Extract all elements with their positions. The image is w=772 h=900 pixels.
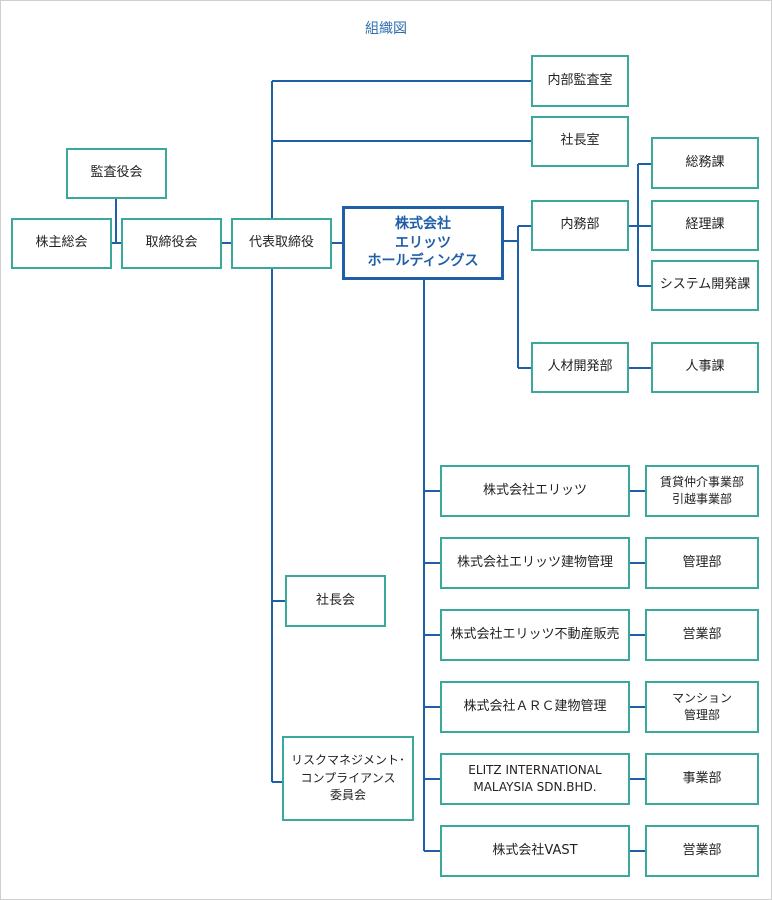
node-hr-dev-dept: 人材開発部 — [531, 342, 629, 393]
node-general-affairs-dept: 内務部 — [531, 200, 629, 251]
subsidiary-dept-box: マンション 管理部 — [645, 681, 759, 733]
node-auditors: 監査役会 — [66, 148, 167, 199]
subsidiary-box: 株式会社ＡＲＣ建物管理 — [440, 681, 630, 733]
node-internal-audit: 内部監査室 — [531, 55, 629, 107]
subsidiary-dept-box: 管理部 — [645, 537, 759, 589]
subsidiary-dept-box: 営業部 — [645, 609, 759, 661]
chart-title: 組織図 — [365, 21, 407, 37]
node-presidents-council: 社長会 — [285, 575, 386, 627]
subsidiary-box: ELITZ INTERNATIONAL MALAYSIA SDN.BHD. — [440, 753, 630, 805]
node-system-dev-sec: システム開発課 — [651, 260, 759, 311]
node-general-affairs-sec: 総務課 — [651, 137, 759, 189]
node-board: 取締役会 — [121, 218, 222, 269]
subsidiary-box: 株式会社エリッツ建物管理 — [440, 537, 630, 589]
node-ceo: 代表取締役 — [231, 218, 332, 269]
subsidiary-dept-box: 事業部 — [645, 753, 759, 805]
subsidiary-box: 株式会社エリッツ — [440, 465, 630, 517]
node-risk-committee: リスクマネジメント･ コンプライアンス 委員会 — [282, 736, 414, 821]
node-holdings: 株式会社 エリッツ ホールディングス — [342, 206, 504, 280]
node-shareholders: 株主総会 — [11, 218, 112, 269]
subsidiary-dept-box: 営業部 — [645, 825, 759, 877]
subsidiary-box: 株式会社エリッツ不動産販売 — [440, 609, 630, 661]
node-president-office: 社長室 — [531, 116, 629, 167]
node-personnel-sec: 人事課 — [651, 342, 759, 393]
node-accounting-sec: 経理課 — [651, 200, 759, 251]
subsidiary-box: 株式会社VAST — [440, 825, 630, 877]
subsidiary-dept-box: 賃貸仲介事業部 引越事業部 — [645, 465, 759, 517]
